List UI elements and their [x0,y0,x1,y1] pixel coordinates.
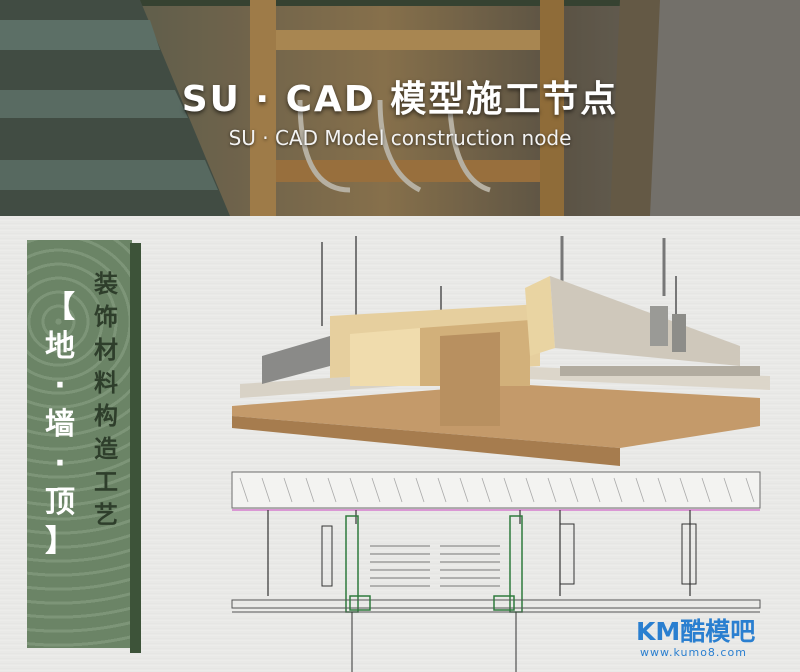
main-char: 地 [45,329,75,364]
sub-char: 装 [94,270,118,298]
watermark-url: www.kumo8.com [640,646,747,659]
banner-title-chinese: SU · CAD 模型施工节点 [181,79,619,120]
sub-char: 饰 [94,303,118,331]
sub-char: 艺 [94,501,118,529]
main-char: · [54,446,66,481]
banner-shade [0,0,800,216]
banner-background-photo [0,0,800,216]
construction-drawings [231,236,770,672]
category-card-accent-bar [130,243,141,653]
main-char: 顶 [45,485,75,520]
sub-char: 料 [94,369,118,397]
main-char: 墙 [45,407,75,442]
sub-char: 材 [94,336,118,364]
banner-top-line [0,0,800,6]
category-label-main: 【 地 · 墙 · 顶 】 [30,288,90,561]
sub-char: 构 [94,402,118,430]
main-char: 】 [45,524,75,559]
sub-char: 工 [94,468,118,496]
category-label-sub: 装 饰 材 料 构 造 工 艺 [86,268,126,532]
category-card [27,240,132,648]
sub-char: 造 [94,435,118,463]
header-banner: SU · CAD 模型施工节点 SU · CAD Model construct… [0,0,800,216]
cad-section-drawing [231,471,761,672]
watermark-brand: KM酷模吧 [636,617,756,646]
banner-title-english: SU · CAD Model construction node [228,126,572,150]
ceiling-3d-model [232,236,770,466]
main-char: · [54,368,66,403]
main-char: 【 [45,290,75,325]
